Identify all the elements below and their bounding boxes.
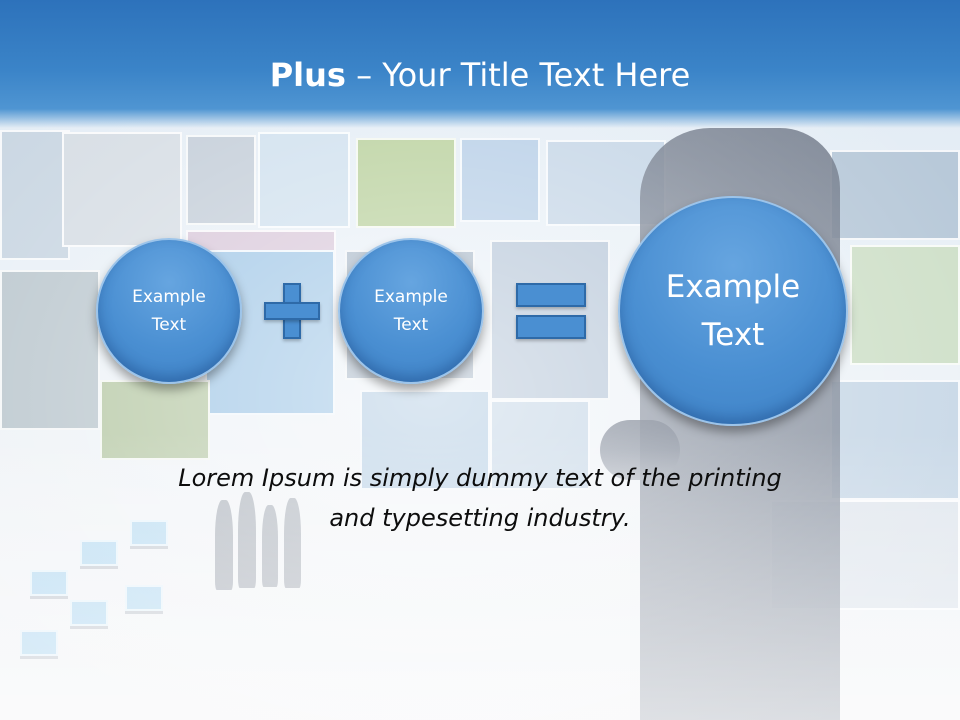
circle-label: Example Text	[132, 287, 206, 335]
circle-label: Example Text	[665, 269, 801, 353]
title-bar	[0, 0, 960, 128]
title-bold: Plus	[269, 56, 346, 94]
example-text-circle-2[interactable]: Example Text	[338, 238, 484, 384]
slide-title: Plus – Your Title Text Here	[0, 52, 960, 98]
example-text-circle-1[interactable]: Example Text	[96, 238, 242, 384]
circle-label: Example Text	[374, 287, 448, 335]
example-text-circle-result[interactable]: Example Text	[618, 196, 848, 426]
plus-icon	[264, 283, 320, 339]
equals-icon	[516, 283, 586, 339]
body-text: Lorem Ipsum is simply dummy text of the …	[178, 464, 782, 532]
title-text: – Your Title Text Here	[345, 56, 691, 94]
